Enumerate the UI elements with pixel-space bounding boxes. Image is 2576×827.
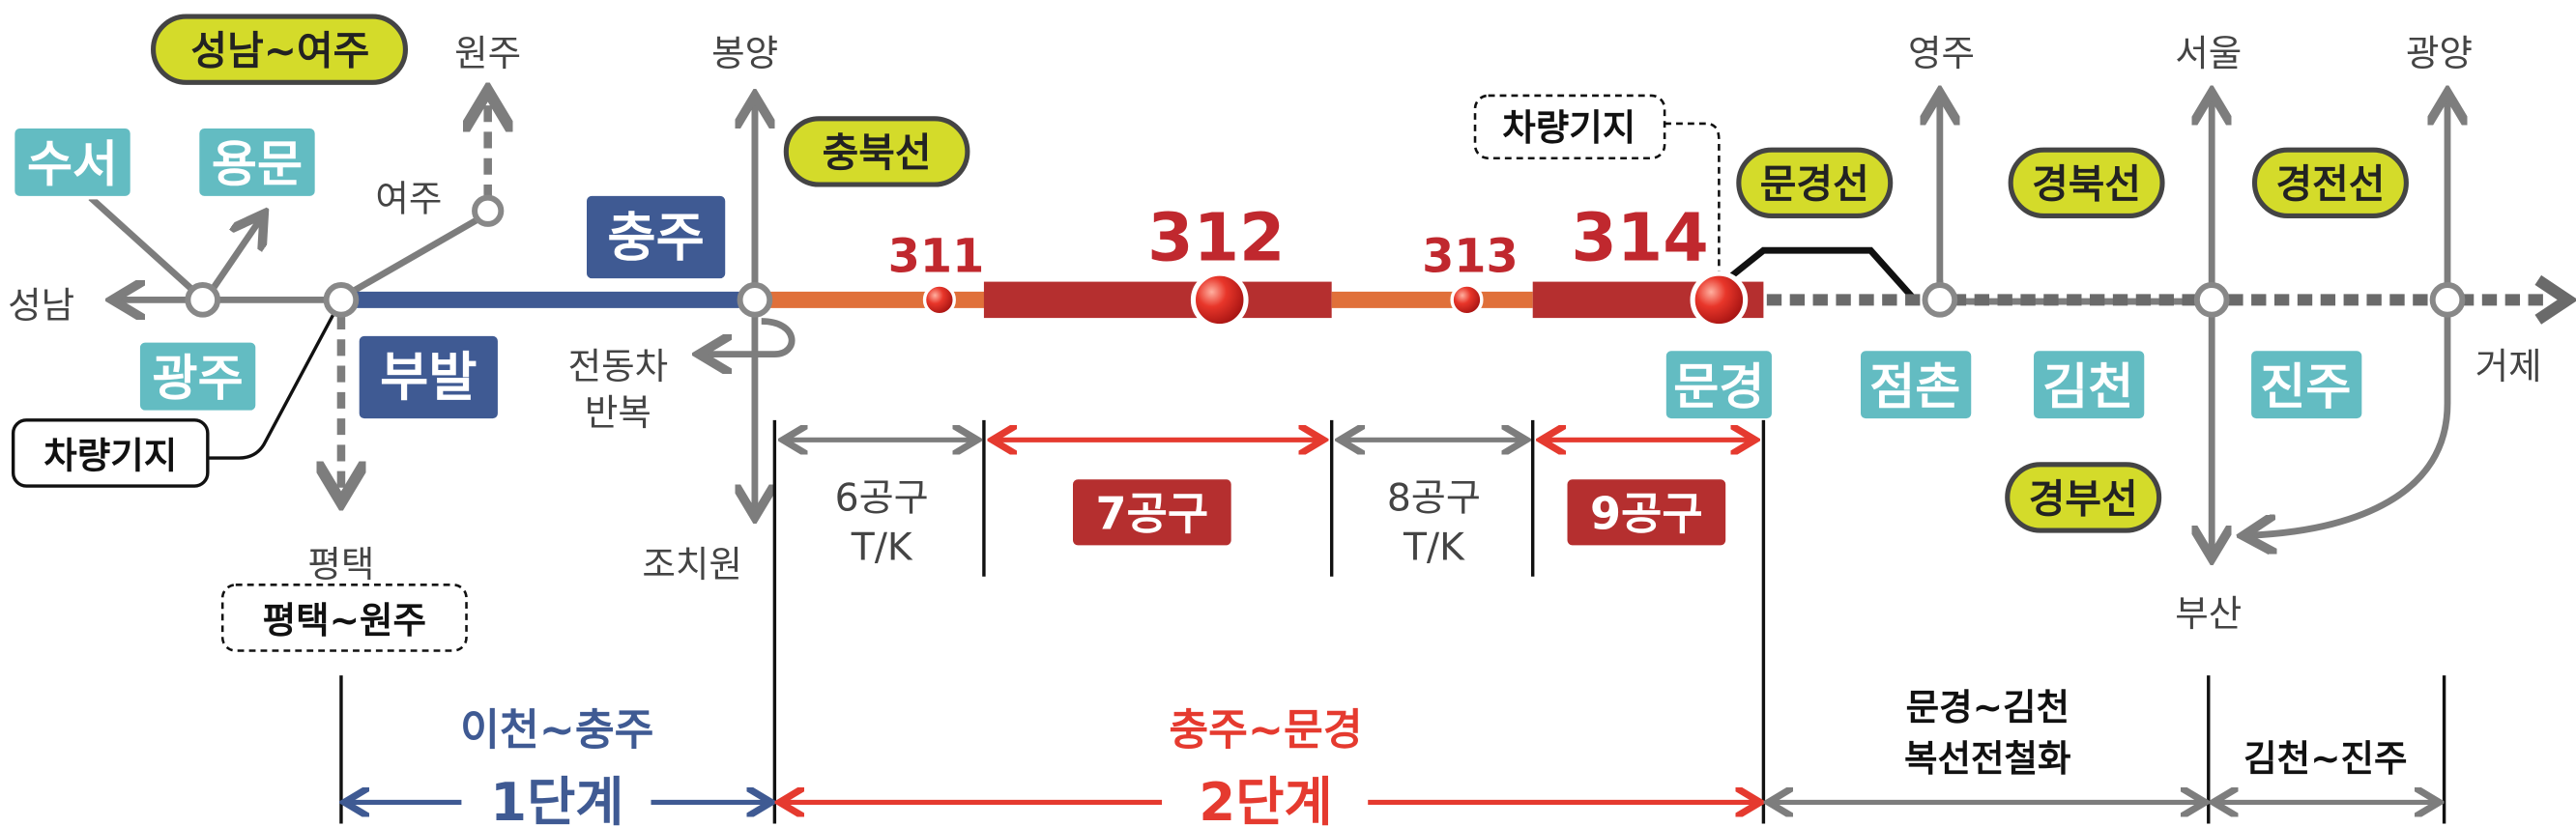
place-seoul: 서울 — [2175, 32, 2242, 74]
work7-label: 7공구 — [1095, 487, 1208, 539]
station-bubal: 부발 — [380, 346, 477, 408]
stage1-route: 이천~충주 — [460, 706, 653, 756]
place-yeoju: 여주 — [375, 177, 442, 219]
station-chungju: 충주 — [607, 206, 704, 268]
place-yeongju: 영주 — [1908, 32, 1975, 74]
stage1-label: 1단계 — [490, 771, 623, 827]
badge-gyeongbuk-line: 경북선 — [2032, 161, 2141, 208]
work7-box — [1069, 475, 1235, 549]
line-badges: 성남~여주 충북선 문경선 경북선 경전선 경부선 — [151, 14, 2409, 533]
depot-box-left — [11, 418, 210, 488]
station-mungyeong: 문경 — [1673, 359, 1764, 416]
place-wonju: 원주 — [454, 32, 521, 74]
place-gwangyang: 광양 — [2406, 32, 2473, 74]
section-311-marker — [922, 283, 956, 317]
double-track-electrification: 복선전철화 — [1904, 737, 2070, 780]
depot-box-right — [1473, 94, 1666, 159]
section-313-label: 313 — [1422, 230, 1519, 283]
place-labels: 원주 여주 성남 평택 봉양 조치원 영주 서울 광양 거제 부산 전동차 반복 — [8, 32, 2541, 635]
mungyeong-line-track — [1728, 246, 1915, 299]
section-314-label: 314 — [1571, 200, 1708, 276]
place-pyeongtaek: 평택 — [307, 543, 374, 585]
badge-gyeongjeon-line: 경전선 — [2275, 161, 2385, 208]
section-312-label: 312 — [1147, 200, 1285, 276]
section-311-label: 311 — [888, 230, 985, 283]
station-gwangju: 광주 — [153, 351, 244, 408]
place-jochiwon: 조치원 — [642, 543, 742, 585]
work8-method: T/K — [1403, 527, 1465, 570]
station-boxes: 수서 용문 광주 문경 점촌 김천 진주 충주 부발 — [11, 125, 2365, 422]
depot-label-right: 차량기지 — [1502, 106, 1635, 149]
arrow-geoje-icon — [2534, 274, 2576, 325]
depot-label-left: 차량기지 — [43, 434, 177, 476]
badge-seongnam-yeoju: 성남~여주 — [190, 28, 369, 74]
pyeongtaek-wonju-box — [220, 584, 468, 652]
work8-label: 8공구 — [1387, 477, 1481, 521]
track-312 — [983, 281, 1332, 319]
place-busan: 부산 — [2175, 592, 2242, 635]
stage2-route: 충주~문경 — [1169, 706, 1362, 756]
section-312-marker — [1190, 271, 1249, 329]
badge-gyeongbu-line: 경부선 — [2029, 475, 2138, 522]
stage2-label: 2단계 — [1199, 771, 1332, 827]
section-314-marker — [1690, 271, 1749, 329]
station-nodes — [185, 194, 2466, 318]
place-geoje: 거제 — [2475, 345, 2542, 387]
work9-box — [1564, 475, 1729, 549]
work9-label: 9공구 — [1590, 487, 1703, 539]
station-yongmun: 용문 — [212, 137, 303, 194]
gimcheon-jinju-route: 김천~진주 — [2243, 737, 2407, 780]
station-suseo: 수서 — [27, 137, 118, 194]
section-313-marker — [1450, 283, 1484, 317]
emu-turnback-line2: 반복 — [585, 391, 651, 434]
work6-method: T/K — [851, 527, 913, 570]
emu-turnback-line1: 전동차 — [568, 345, 669, 387]
badge-chungbuk-line: 충북선 — [823, 129, 932, 176]
mungyeong-gimcheon-route: 문경~김천 — [1906, 686, 2069, 728]
depot-leader-left — [206, 299, 343, 460]
station-jeomchon: 점촌 — [1869, 359, 1960, 416]
station-jinju: 진주 — [2260, 359, 2351, 416]
work6-label: 6공구 — [835, 477, 929, 521]
depot-leader-right — [1664, 122, 1721, 280]
place-bongyang: 봉양 — [711, 32, 778, 74]
pyeongtaek-wonju-label: 평택~원주 — [263, 599, 426, 642]
station-gimcheon: 김천 — [2042, 359, 2133, 416]
place-seongnam: 성남 — [8, 284, 74, 327]
badge-mungyeong-line: 문경선 — [1760, 161, 1869, 208]
